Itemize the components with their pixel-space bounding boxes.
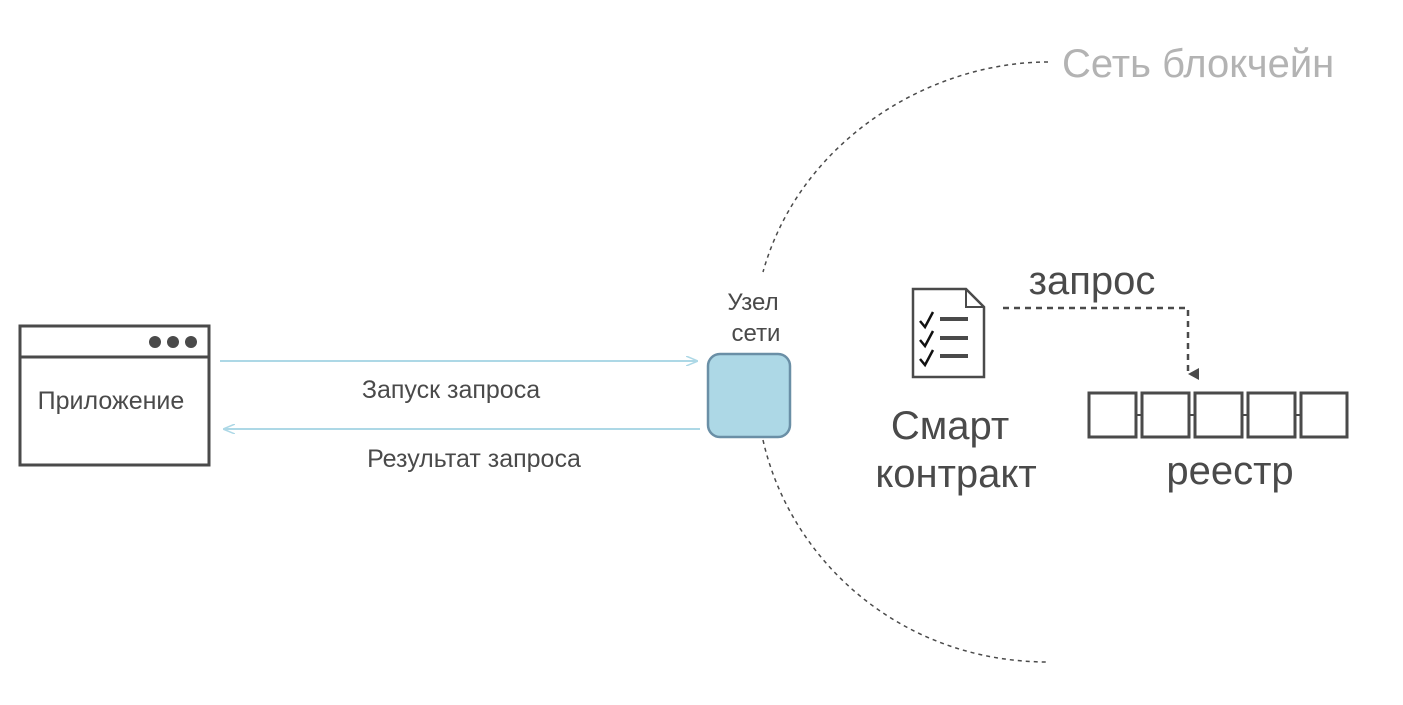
network-label: Сеть блокчейн xyxy=(1062,42,1334,86)
application-window: Приложение xyxy=(18,324,211,467)
network-boundary-arc-top xyxy=(762,61,1049,273)
ledger-block xyxy=(1246,391,1297,439)
application-label: Приложение xyxy=(38,387,185,415)
query-label: запрос xyxy=(1029,259,1156,303)
network-node xyxy=(706,352,792,439)
ledger-chain xyxy=(1087,391,1349,439)
ledger-block xyxy=(1299,391,1349,439)
ledger-block xyxy=(1140,391,1191,439)
network-boundary-arc-bottom xyxy=(762,439,1049,663)
checklist-document-icon xyxy=(911,287,986,379)
result-label: Результат запроса xyxy=(367,445,581,473)
ledger-block xyxy=(1193,391,1244,439)
smart-contract-label-line2: контракт xyxy=(875,452,1036,496)
ledger-label: реестр xyxy=(1166,449,1293,493)
node-label-line2: сети xyxy=(732,320,781,347)
request-label: Запуск запроса xyxy=(362,376,540,404)
node-label-line1: Узел xyxy=(727,289,778,316)
smart-contract-label-line1: Смарт xyxy=(891,404,1009,448)
window-controls-icon xyxy=(149,336,197,348)
ledger-block xyxy=(1087,391,1138,439)
query-arrow xyxy=(1003,306,1199,380)
